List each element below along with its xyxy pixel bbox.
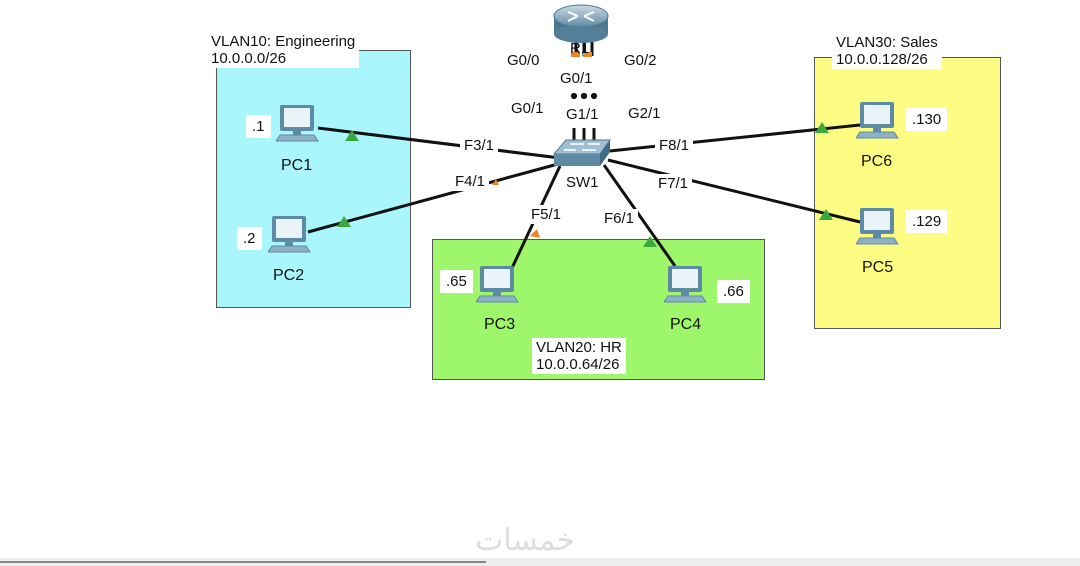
pc2[interactable] xyxy=(268,214,312,254)
pc6[interactable] xyxy=(856,100,900,140)
pc5[interactable] xyxy=(856,206,900,246)
pc-icon xyxy=(856,208,899,245)
pc2-ip-label: .2 xyxy=(237,227,262,250)
port-sw-f61: F6/1 xyxy=(600,209,639,228)
pc1-name: PC1 xyxy=(281,157,313,174)
link-status-markers xyxy=(337,122,833,247)
trunk-dot xyxy=(570,92,578,100)
pc4-ip-label: .66 xyxy=(717,280,750,303)
switch-name-label: SW1 xyxy=(566,174,599,191)
pc4-name: PC4 xyxy=(670,316,702,333)
vlan30-title: VLAN30: Sales xyxy=(836,34,938,51)
pc1[interactable] xyxy=(276,103,320,143)
vlan10-label: VLAN10: Engineering 10.0.0.0/26 xyxy=(207,32,360,68)
vlan20-label: VLAN20: HR 10.0.0.64/26 xyxy=(532,338,626,374)
vlan10-title: VLAN10: Engineering xyxy=(211,33,356,50)
pc3[interactable] xyxy=(476,264,520,304)
watermark-text: خمسات xyxy=(475,523,576,558)
link-pc2-sw1 xyxy=(307,162,559,234)
pc2-name: PC2 xyxy=(273,267,305,284)
pc-icon xyxy=(276,105,319,142)
link-blocked-indicator xyxy=(571,52,580,57)
vlan20-title: VLAN20: HR xyxy=(536,339,622,356)
link-up-indicator xyxy=(819,209,833,220)
pc6-name: PC6 xyxy=(861,153,893,170)
vlan30-label: VLAN30: Sales 10.0.0.128/26 xyxy=(832,33,942,69)
port-sw-g11: G1/1 xyxy=(562,105,603,124)
pc-icon xyxy=(268,216,311,253)
port-sw-f51: F5/1 xyxy=(527,205,566,224)
switch-icon xyxy=(552,139,611,166)
port-sw-f41: F4/1 xyxy=(451,172,490,191)
link-blocked-indicator xyxy=(530,229,540,238)
port-sw-g21: G2/1 xyxy=(624,104,665,123)
link-blocked-indicator xyxy=(583,52,592,57)
port-r1-g01: G0/1 xyxy=(556,69,597,88)
port-r1-g02: G0/2 xyxy=(620,51,661,70)
scrollbar-thumb[interactable] xyxy=(0,561,486,563)
link-pc4-sw1 xyxy=(602,164,677,267)
pc3-ip-label: .65 xyxy=(440,270,473,293)
pc5-ip-label: .129 xyxy=(906,210,948,233)
pc6-ip-label: .130 xyxy=(906,108,948,131)
trunk-dot xyxy=(590,92,598,100)
link-pc1-sw1 xyxy=(317,126,561,160)
link-blocked-indicator xyxy=(492,179,499,185)
vlan10-engineering-zone xyxy=(216,50,411,308)
horizontal-scrollbar[interactable] xyxy=(0,558,1080,566)
port-sw-f81: F8/1 xyxy=(655,136,694,155)
link-pc5-sw1 xyxy=(607,158,861,224)
switch-sw1[interactable] xyxy=(552,138,612,170)
port-sw-g01: G0/1 xyxy=(507,99,548,118)
link-up-indicator xyxy=(345,130,359,141)
pc-icon xyxy=(664,266,707,303)
vlan20-subnet: 10.0.0.64/26 xyxy=(536,356,620,373)
trunk-links xyxy=(570,42,598,140)
pc5-name: PC5 xyxy=(862,259,894,276)
link-blocked-markers xyxy=(492,52,592,238)
router-name-label: R1 xyxy=(570,40,590,57)
link-up-indicator xyxy=(815,122,829,133)
link-up-indicator xyxy=(643,236,657,247)
port-sw-f31: F3/1 xyxy=(460,136,499,155)
pc3-name: PC3 xyxy=(484,316,516,333)
pc-icon xyxy=(476,266,519,303)
router-icon xyxy=(553,4,609,43)
pc1-ip-label: .1 xyxy=(246,115,271,138)
port-sw-f71: F7/1 xyxy=(654,174,693,193)
pc-icon xyxy=(856,102,899,139)
trunk-dot xyxy=(580,92,588,100)
port-r1-g00: G0/0 xyxy=(503,51,544,70)
vlan10-subnet: 10.0.0.0/26 xyxy=(211,50,287,67)
vlan30-sales-zone xyxy=(814,57,1001,329)
pc4[interactable] xyxy=(664,264,708,304)
router-r1[interactable] xyxy=(552,2,610,46)
vlan30-subnet: 10.0.0.128/26 xyxy=(836,51,928,68)
link-up-indicator xyxy=(337,216,351,227)
